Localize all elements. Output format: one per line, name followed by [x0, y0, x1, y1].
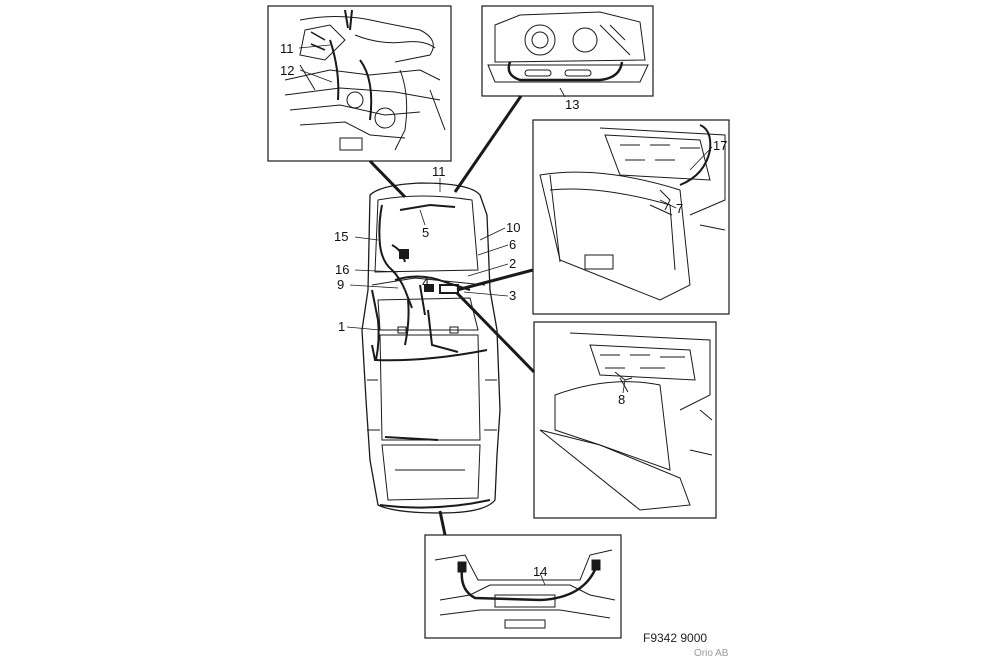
callout-7: 7 — [676, 201, 683, 216]
callout-11-engine: 11 — [280, 41, 294, 56]
callout-2: 2 — [509, 256, 516, 271]
callout-9: 9 — [337, 277, 344, 292]
callout-17: 17 — [713, 138, 727, 153]
connector-lines — [368, 95, 536, 536]
credit-text: Orio AB — [694, 648, 729, 659]
wiring-harness — [371, 203, 491, 509]
callout-10: 10 — [506, 220, 520, 235]
callout-8: 8 — [618, 392, 625, 407]
callout-15: 15 — [334, 229, 348, 244]
leader-lines — [298, 44, 713, 586]
callout-16: 16 — [335, 262, 349, 277]
callout-6: 6 — [509, 237, 516, 252]
detail-panel-front-member — [481, 5, 654, 97]
callout-4: 4 — [422, 275, 429, 290]
detail-panel-glovebox-open — [532, 119, 730, 315]
figure-code: F9342 9000 — [643, 631, 708, 645]
callout-labels: 11 12 13 11 5 10 6 2 3 15 16 9 4 1 17 7 … — [280, 41, 727, 579]
detail-panel-glovebox-lid — [533, 321, 717, 519]
callout-11-car: 11 — [432, 164, 446, 179]
callout-1: 1 — [338, 319, 345, 334]
callout-3: 3 — [509, 288, 516, 303]
callout-5: 5 — [422, 225, 429, 240]
detail-panel-rear-member — [424, 534, 622, 639]
callout-12: 12 — [280, 63, 294, 78]
callout-13: 13 — [565, 97, 579, 112]
car-body-top-view — [361, 182, 501, 514]
callout-14: 14 — [533, 564, 547, 579]
detail-panel-engine-bay — [267, 5, 452, 162]
